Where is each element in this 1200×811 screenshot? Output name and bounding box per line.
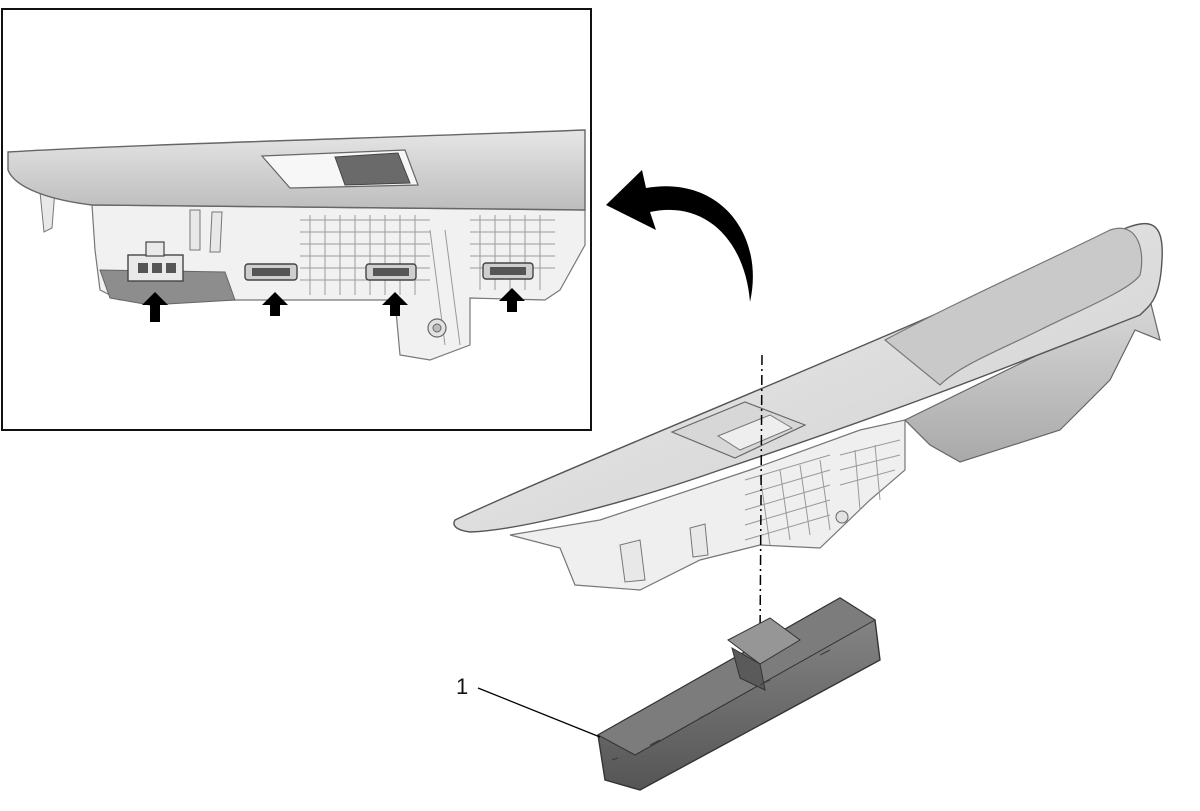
alignment-line (759, 354, 763, 641)
detail-underside (39, 189, 586, 361)
callout-number-1: 1 (456, 674, 468, 699)
connector-4 (482, 262, 534, 280)
callout-leader-1 (477, 687, 601, 738)
arrow-up-1 (142, 292, 168, 322)
arrow-up-2 (262, 292, 288, 316)
handle-recess (883, 227, 1143, 386)
arrow-up-4 (499, 288, 525, 312)
detail-arrows (142, 288, 525, 322)
switch-button-top (727, 617, 801, 665)
connector-2 (244, 263, 298, 281)
arrow-up-3 (382, 292, 408, 316)
trim-panel (453, 223, 1163, 591)
view-arrow (606, 170, 753, 302)
window-switch (596, 597, 881, 791)
connector-3 (365, 263, 417, 281)
pull-pocket (903, 299, 1161, 463)
connector-1 (127, 241, 184, 282)
detail-inset (1, 8, 592, 431)
